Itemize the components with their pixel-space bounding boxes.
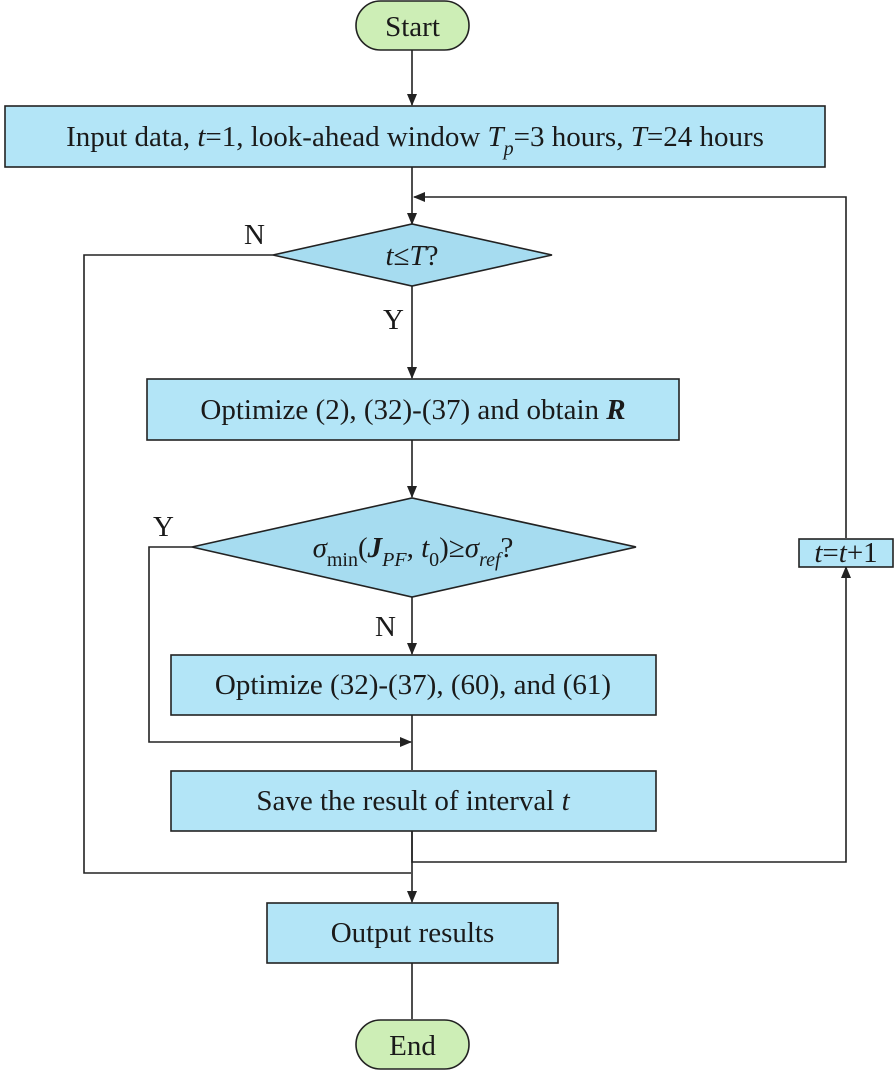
input-t-var: t [197,121,206,153]
arrow-increment-loop-back [413,192,847,538]
decision1-label: t≤T? [386,240,439,272]
decision1-le: ≤ [394,240,410,272]
optimize-r-label: Optimize (2), (32)-(37) and obtain R [200,394,625,426]
arrow-save-to-increment [411,566,851,863]
optimize-alt-box [170,654,657,716]
optimize-alt-node: Optimize (32)-(37), (60), and (61) [170,654,657,716]
input-text-2: =1, look-ahead window [205,121,487,153]
input-text-4: =24 hours [647,121,764,153]
input-text-3: =3 hours, [514,121,631,153]
cond2-no-label: N [375,611,396,643]
input-text-1: Input data, [66,121,197,153]
increment-t2: t [839,537,848,569]
save-box [170,770,657,832]
cond1-yes-label: Y [383,304,404,336]
decision1-T: T [409,240,427,272]
decision2-open: ( [358,532,368,564]
optimize-r-var: R [605,394,625,426]
decision2-min-subscript: min [327,549,358,571]
save-label: Save the result of interval t [256,785,570,817]
increment-box [798,538,894,568]
optimize-r-node: Optimize (2), (32)-(37) and obtain R [146,378,680,441]
optimize-alt-label: Optimize (32)-(37), (60), and (61) [215,669,611,701]
decision1-shape [272,223,553,287]
output-node: Output results [266,902,559,964]
save-node: Save the result of interval t [170,770,657,832]
output-label: Output results [331,917,495,949]
decision2-J: J [367,532,384,564]
decision2-shape [191,497,637,598]
optimize-r-text: Optimize (2), (32)-(37) and obtain [200,394,606,426]
increment-node: t=t+1 [798,537,894,569]
increment-plus: +1 [847,537,878,569]
decision2-sigma: σ [313,532,329,564]
start-shape [355,0,470,51]
start-label: Start [385,11,440,43]
decision2-q: ? [501,532,514,564]
cond2-yes-label: Y [153,511,174,543]
decision2-zero-subscript: 0 [429,549,439,571]
optimize-r-box [146,378,680,441]
decision2-label: σmin(JPF, t0)≥σref? [313,532,514,571]
end-node: End [355,1019,470,1070]
input-label: Input data, t=1, look-ahead window Tp=3 … [66,121,764,160]
increment-t: t [814,537,823,569]
input-box [4,105,826,168]
increment-label: t=t+1 [814,537,877,569]
arrow-cond2-yes-bypass [148,546,412,747]
increment-eq: = [822,537,838,569]
start-node: Start [355,0,470,51]
input-node: Input data, t=1, look-ahead window Tp=3 … [4,105,826,168]
decision2-close: )≥ [439,532,465,564]
input-T-var: T [631,121,649,153]
output-box [266,902,559,964]
decision2-PF-subscript: PF [381,549,407,571]
decision2-comma: , [407,532,422,564]
decision1-q: ? [426,240,439,272]
cond1-no-label: N [244,219,265,251]
end-label: End [389,1030,436,1062]
decision-t-le-T: t≤T? [272,223,553,287]
save-t-var: t [562,785,571,817]
input-p-subscript: p [502,138,514,160]
end-shape [355,1019,470,1070]
input-Tp-var: T [488,121,506,153]
connectors [83,50,851,1019]
decision2-sigma-ref: σ [465,532,481,564]
decision2-ref-subscript: ref [479,549,503,571]
decision2-t: t [421,532,430,564]
decision-sigma: σmin(JPF, t0)≥σref? [191,497,637,598]
decision1-t: t [386,240,395,272]
line-cond1-no [83,254,411,874]
save-text: Save the result of interval [256,785,561,817]
